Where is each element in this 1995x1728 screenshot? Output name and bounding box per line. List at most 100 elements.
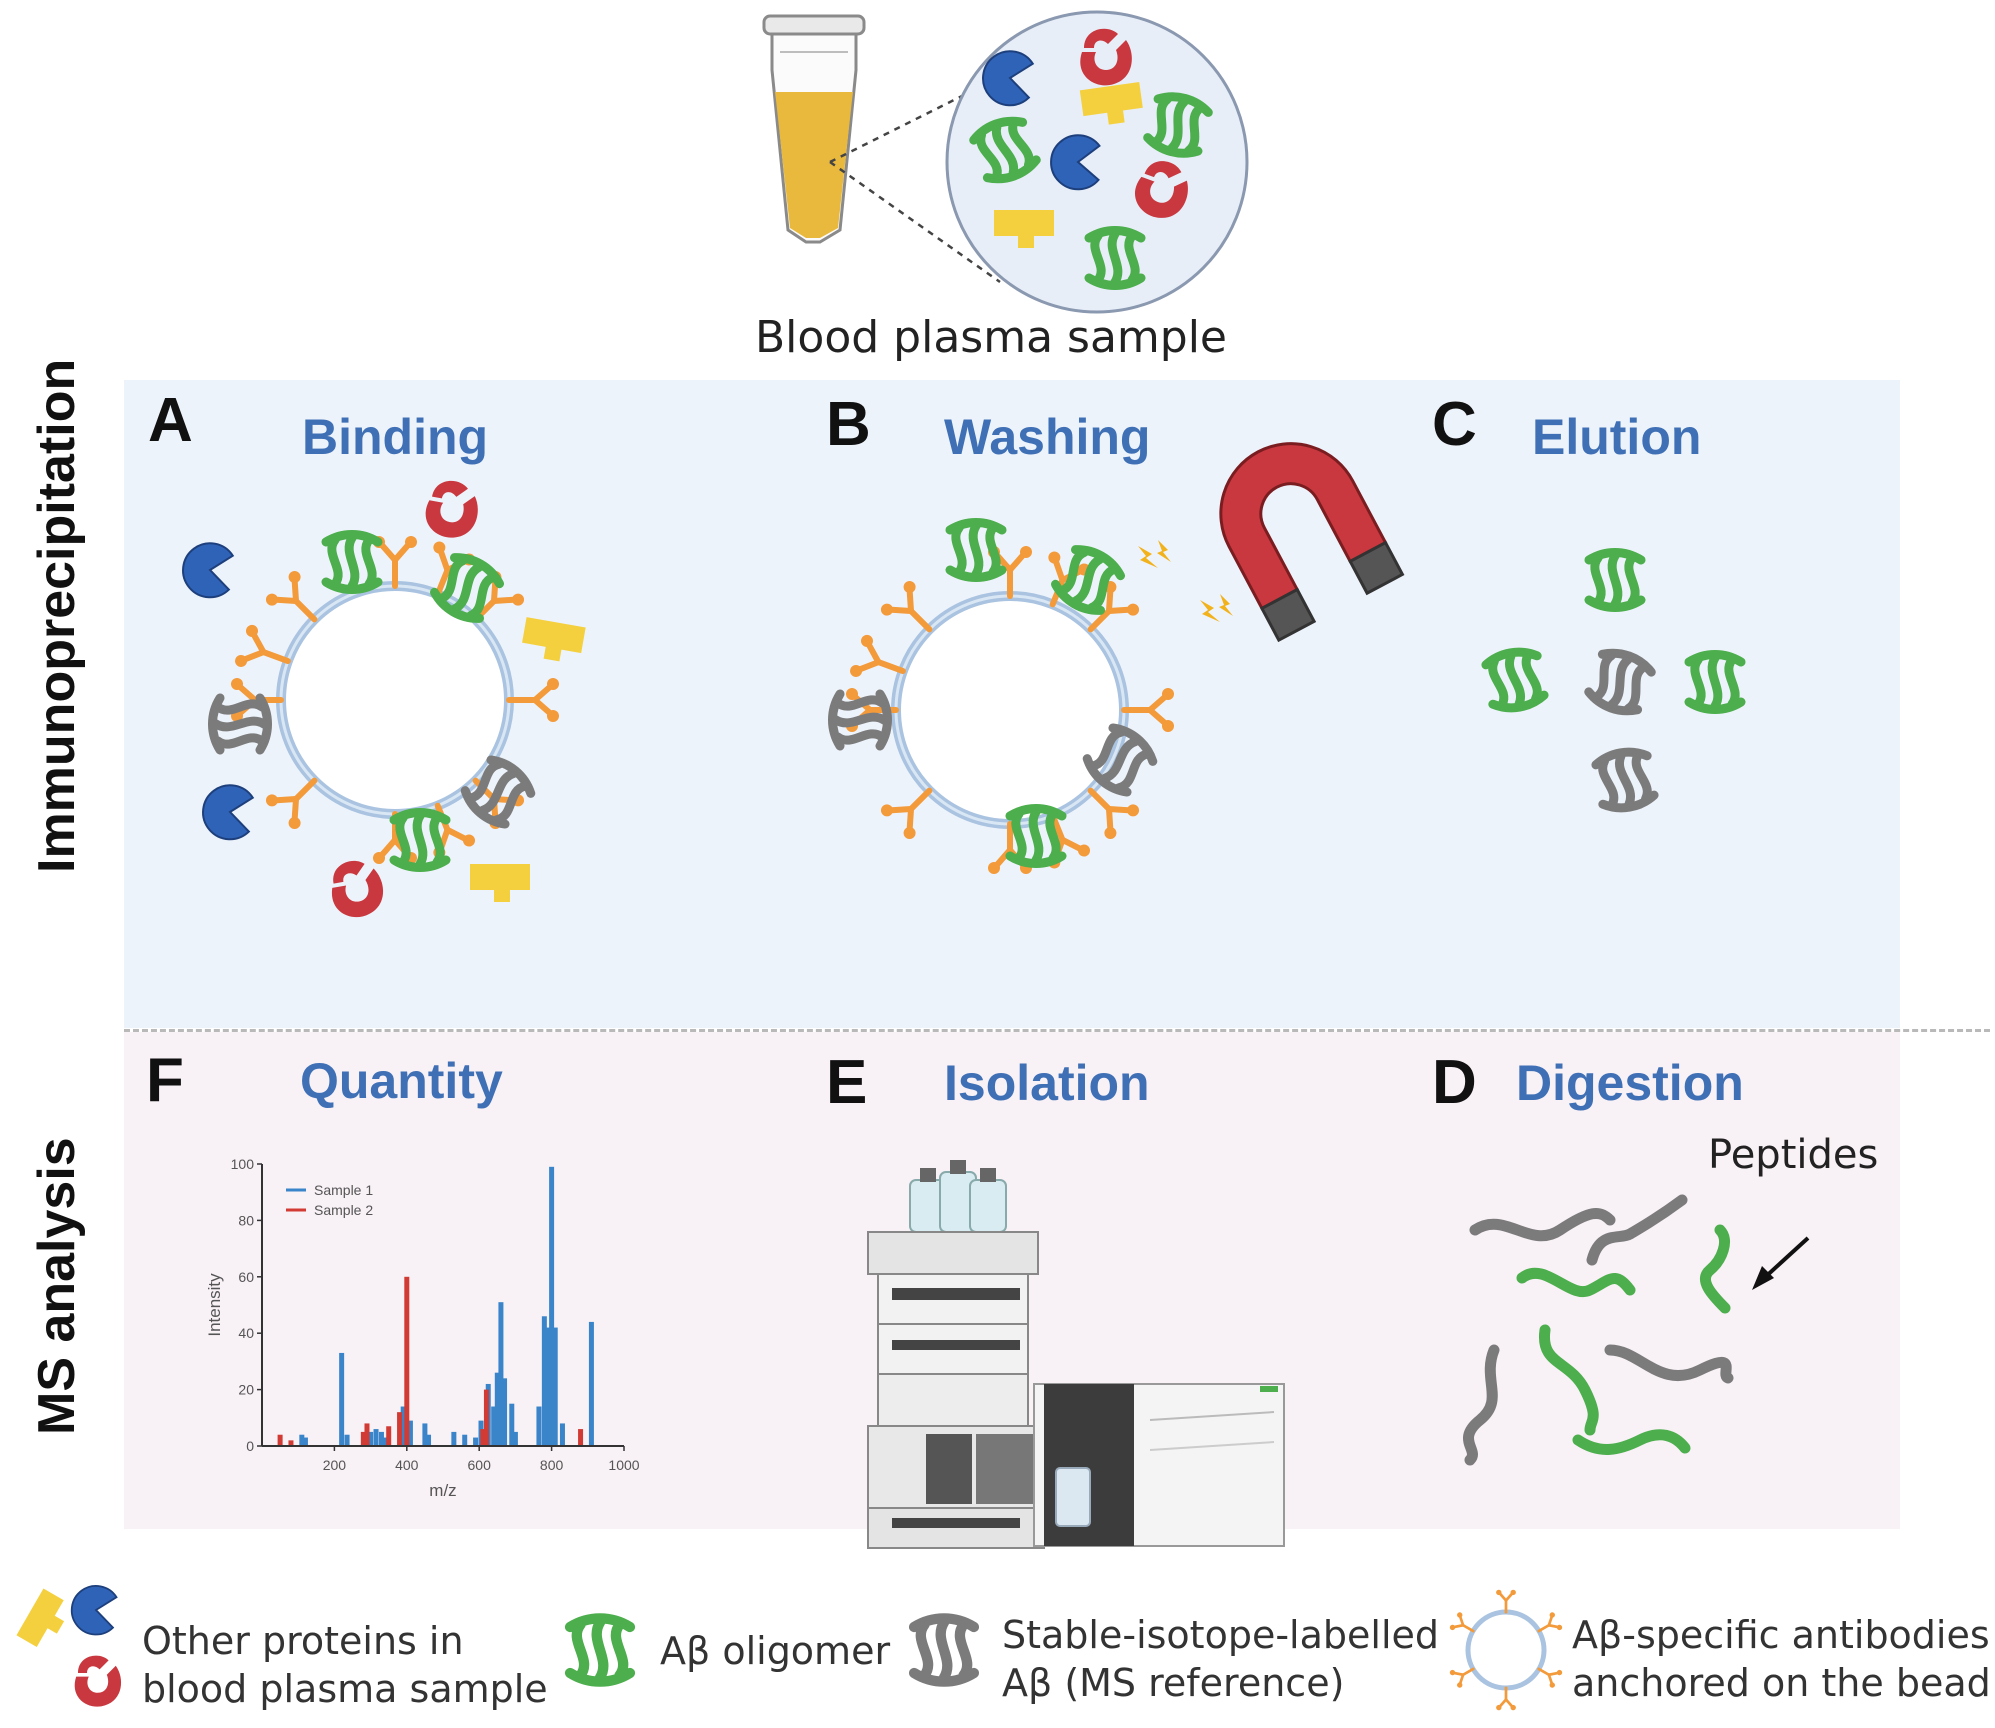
spectrum-bar-sample-2 xyxy=(483,1389,489,1446)
pacman-protein-icon xyxy=(177,537,238,602)
sample-tube-illustration xyxy=(762,10,1249,314)
spectrum-bar-sample-2 xyxy=(386,1426,392,1446)
legend-line: Other proteins in xyxy=(142,1619,464,1663)
step-c-title: Elution xyxy=(1532,409,1702,465)
legend-label: Sample 1 xyxy=(314,1182,373,1198)
labelled-ab-icon xyxy=(1595,748,1656,811)
legend-line: blood plasma sample xyxy=(142,1666,548,1711)
step-b-title: Washing xyxy=(944,409,1151,465)
spectrum-bar-sample-1 xyxy=(491,1406,497,1446)
y-tick-label: 40 xyxy=(238,1325,254,1341)
step-a-letter: A xyxy=(148,386,193,455)
spectrum-bar-sample-1 xyxy=(302,1437,308,1446)
ab-oligomer-icon xyxy=(394,813,446,868)
spectrum-bar-sample-1 xyxy=(344,1434,350,1446)
spectrum-bar-sample-1 xyxy=(494,1372,500,1446)
legend-ab-oligomer: Aβ oligomer xyxy=(660,1628,890,1676)
spectrum-bar-sample-1 xyxy=(451,1431,457,1446)
red-protein-icon xyxy=(421,477,483,542)
mass-spectrometer-icon xyxy=(1033,1383,1285,1547)
ab-oligomer-icon xyxy=(1485,648,1546,711)
spectrum-bar-sample-1 xyxy=(512,1431,518,1446)
microcentrifuge-tube-icon xyxy=(762,14,866,244)
peptide-gray xyxy=(1586,1194,1688,1266)
step-e-letter: E xyxy=(826,1048,868,1117)
ab-oligomer-icon xyxy=(1089,231,1141,286)
peptide-gray xyxy=(1469,1208,1616,1242)
labelled-ab-icon xyxy=(213,698,268,750)
hplc-stack-icon xyxy=(867,1231,1045,1549)
ab-oligomer-icon xyxy=(1589,553,1641,608)
ab-oligomer-icon xyxy=(1689,655,1741,710)
legend-line: anchored on the bead xyxy=(1572,1660,1991,1705)
spectrum-bar-sample-1 xyxy=(407,1420,413,1446)
spectrum-bar-sample-1 xyxy=(299,1434,305,1446)
legend-line: Aβ (MS reference) xyxy=(1002,1660,1345,1705)
legend-labelled-ab: Stable-isotope-labelled Aβ (MS reference… xyxy=(1002,1612,1439,1707)
immunoprecipitation-label: Immunoprecipitation xyxy=(28,358,86,873)
spectrum-bar-sample-2 xyxy=(360,1431,366,1446)
x-tick-label: 200 xyxy=(323,1457,347,1473)
yellow-protein-icon xyxy=(16,1588,74,1653)
step-d-letter: D xyxy=(1432,1048,1477,1117)
spectrum-bar-sample-1 xyxy=(400,1406,406,1446)
spectrum-bar-sample-1 xyxy=(552,1327,558,1446)
ab-oligomer-icon xyxy=(950,523,1002,578)
spectrum-bar-sample-1 xyxy=(502,1378,508,1446)
red-protein-icon xyxy=(326,856,388,922)
spectrum-bar-sample-1 xyxy=(545,1327,551,1446)
washing-illustration xyxy=(820,442,1405,940)
step-e-title: Isolation xyxy=(944,1055,1150,1111)
step-d-title: Digestion xyxy=(1516,1055,1744,1111)
legend-icons xyxy=(16,1581,1565,1712)
spectrum-bar-sample-1 xyxy=(549,1166,555,1446)
ab-oligomer-icon xyxy=(570,1618,630,1681)
labelled-ab-icon xyxy=(914,1618,974,1681)
y-axis-label: Intensity xyxy=(205,1273,224,1337)
spectrum-bar-sample-1 xyxy=(378,1431,384,1446)
step-f-letter: F xyxy=(146,1046,184,1115)
legend-other-proteins: Other proteins in blood plasma sample xyxy=(142,1618,548,1713)
spark-icon xyxy=(1138,540,1233,622)
peptide-green xyxy=(1699,1224,1731,1314)
spectrum-bar-sample-2 xyxy=(404,1276,410,1446)
ab-oligomer-icon xyxy=(326,535,378,590)
spectrum-bar-sample-2 xyxy=(277,1434,283,1446)
legend-label: Sample 2 xyxy=(314,1202,373,1218)
bead-icon xyxy=(1447,1588,1565,1712)
y-tick-label: 100 xyxy=(231,1156,255,1172)
spectrum-bar-sample-1 xyxy=(422,1423,428,1446)
magnet-icon xyxy=(1219,442,1405,643)
peptides-annotation: Peptides xyxy=(1708,1132,1879,1178)
red-protein-icon xyxy=(74,1655,122,1707)
peptide-gray xyxy=(1463,1344,1500,1466)
x-tick-label: 800 xyxy=(540,1457,564,1473)
step-b-letter: B xyxy=(826,390,871,459)
x-tick-label: 400 xyxy=(395,1457,419,1473)
arrow-icon xyxy=(1752,1236,1810,1290)
peptide-green xyxy=(1539,1324,1599,1436)
spectrum-bar-sample-1 xyxy=(588,1321,594,1446)
spectrum-bar-sample-1 xyxy=(368,1431,374,1446)
binding-illustration xyxy=(177,477,586,922)
legend-line: Aβ oligomer xyxy=(660,1629,891,1673)
legend-line: Aβ-specific antibodies xyxy=(1572,1613,1990,1657)
x-axis-label: m/z xyxy=(429,1481,456,1500)
sample-caption: Blood plasma sample xyxy=(755,312,1227,363)
pacman-protein-icon xyxy=(197,779,258,844)
spectrum-bar-sample-2 xyxy=(578,1429,584,1446)
spectrum-bar-sample-1 xyxy=(559,1423,565,1446)
peptide-green xyxy=(1572,1429,1691,1455)
y-tick-label: 20 xyxy=(238,1382,254,1398)
spectrum-bar-sample-1 xyxy=(541,1316,547,1446)
peptide-green xyxy=(1516,1267,1636,1298)
step-f-title: Quantity xyxy=(300,1053,503,1109)
digestion-illustration xyxy=(1463,1194,1810,1466)
spectrum-bar-sample-1 xyxy=(382,1437,388,1446)
spectrum-bar-sample-2 xyxy=(288,1440,294,1446)
peptide-gray xyxy=(1604,1344,1734,1384)
lc-ms-instrument-illustration xyxy=(867,1160,1285,1549)
spectrum-bar-sample-1 xyxy=(498,1302,504,1446)
step-c-letter: C xyxy=(1432,390,1477,459)
